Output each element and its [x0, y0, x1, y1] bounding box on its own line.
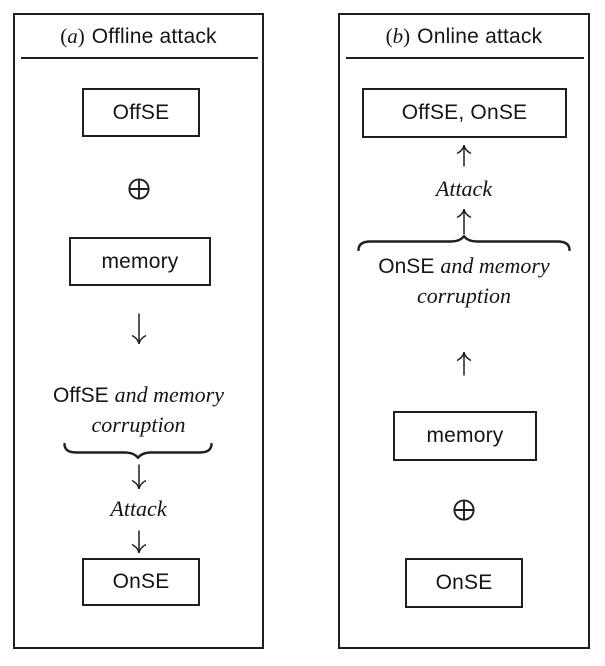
overbrace-icon [357, 235, 571, 251]
paren-open: ( [60, 24, 68, 48]
condition-line2: corruption [91, 412, 186, 437]
title-underline [346, 57, 584, 59]
paren-open: ( [385, 24, 393, 48]
down-arrow-icon [129, 464, 149, 490]
onse-box-label: OnSE [112, 570, 170, 593]
memory-box: memory [393, 411, 537, 461]
condition-phrase: and memory [114, 382, 224, 407]
title-underline [21, 57, 258, 59]
onse-box: OnSE [82, 558, 200, 606]
title-text: Offline attack [91, 25, 217, 48]
title-letter: a [67, 24, 78, 48]
title-text: Online attack [417, 25, 543, 48]
offse-onse-box-label: OffSE, OnSE [401, 101, 528, 124]
panel-b-title: (b) Online attack [340, 21, 588, 54]
up-arrow-icon [454, 352, 474, 376]
offse-onse-box: OffSE, OnSE [362, 88, 567, 138]
memory-box-label: memory [426, 424, 504, 447]
paren-close: ) [403, 24, 411, 48]
paren-close: ) [77, 24, 85, 48]
offse-box: OffSE [82, 88, 200, 137]
down-arrow-icon [129, 313, 149, 345]
attack-label: Attack [110, 496, 167, 521]
up-arrow-icon [454, 145, 474, 167]
attack-label: Attack [435, 176, 493, 201]
onse-box: OnSE [405, 558, 523, 608]
up-arrow-icon [454, 209, 474, 235]
down-arrow-icon [129, 530, 149, 554]
panel-online-attack: (b) Online attack OffSE, OnSE Attack [338, 13, 590, 649]
xor-icon [126, 176, 152, 202]
condition-phrase: and memory [440, 253, 550, 278]
offse-box-label: OffSE [112, 100, 170, 124]
title-letter: b [392, 24, 404, 48]
panel-a-title: (a) Offline attack [15, 21, 262, 54]
memory-box: memory [69, 237, 211, 286]
underbrace-icon [63, 443, 213, 459]
condition-line2: corruption [416, 283, 512, 308]
memory-box-label: memory [101, 249, 179, 273]
condition-subject: OnSE [378, 255, 435, 278]
xor-icon [451, 497, 477, 523]
onse-box-label: OnSE [435, 571, 493, 594]
condition-subject: OffSE [52, 384, 109, 407]
